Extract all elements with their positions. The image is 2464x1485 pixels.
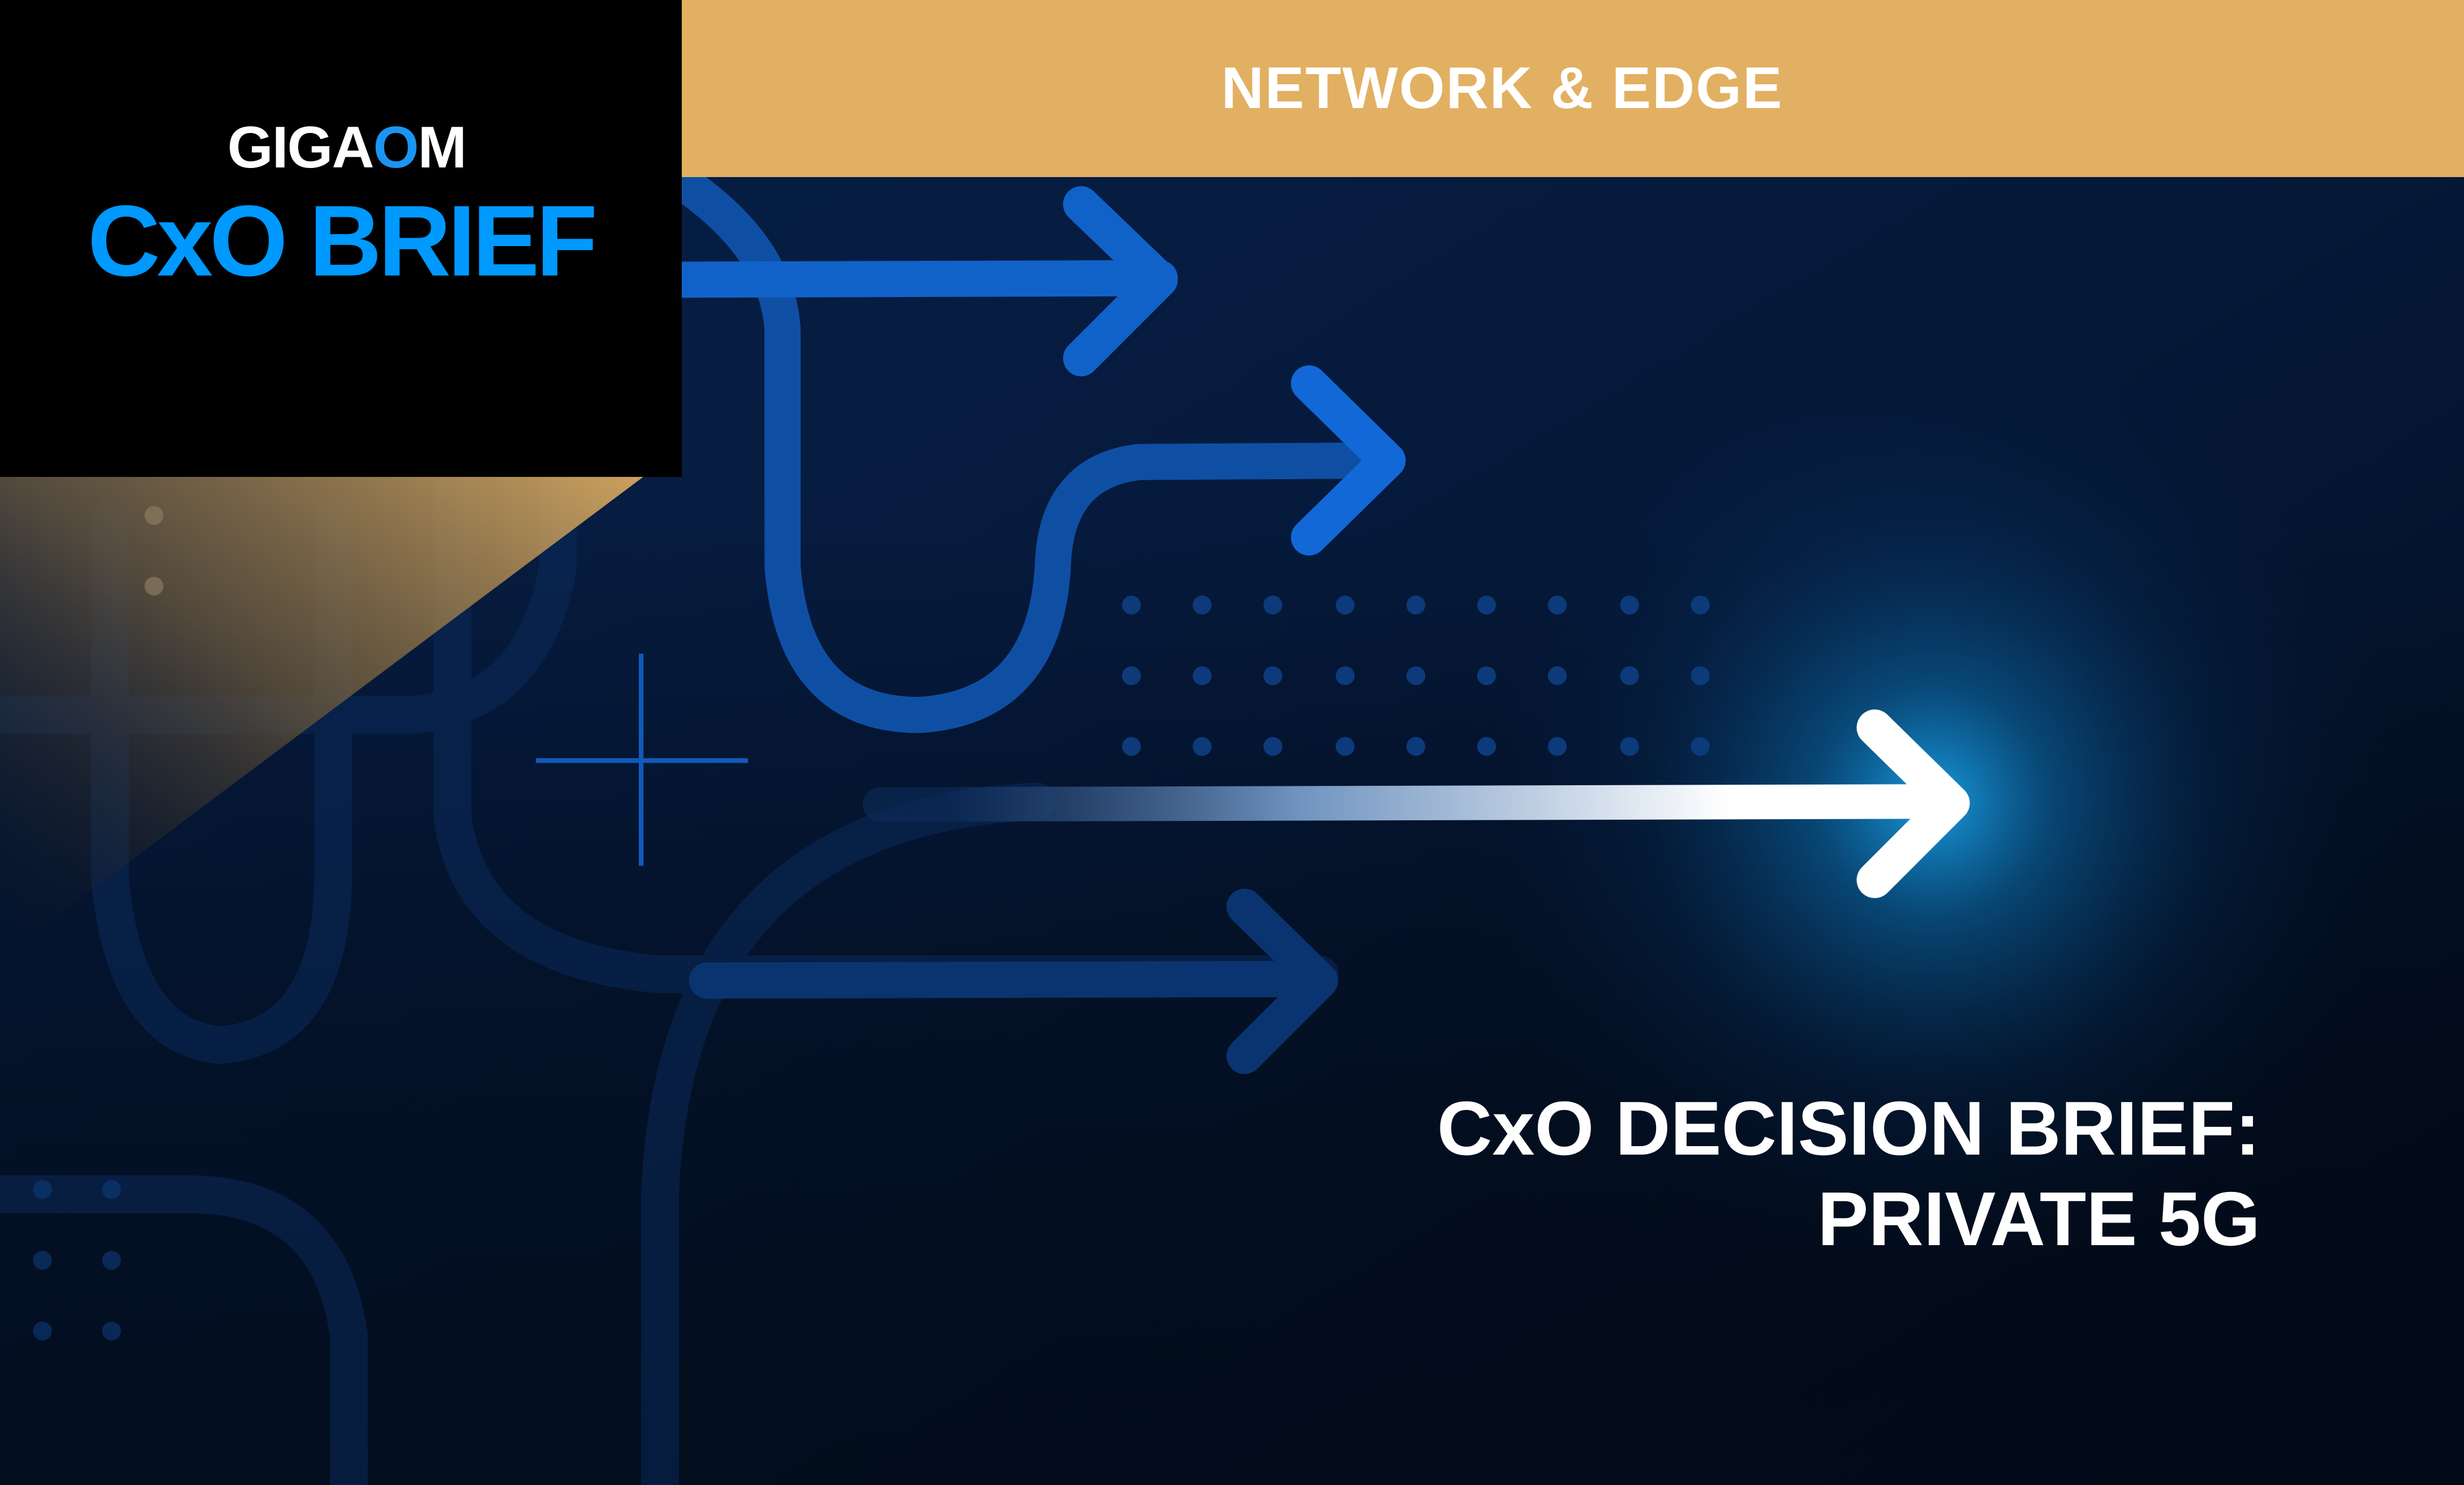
gold-wedge	[0, 476, 644, 959]
title-line-2: PRIVATE 5G	[1817, 1176, 2260, 1262]
logo-product-name: CxO BRIEF	[87, 184, 597, 297]
page-title: CxO DECISION BRIEF: PRIVATE 5G	[1437, 1083, 2260, 1264]
arrow-lower-blue	[689, 888, 1338, 1074]
crosshair-icon	[536, 653, 749, 866]
arrow-glowing-white	[862, 709, 1970, 898]
dot-grid	[33, 506, 1710, 1341]
category-banner: NETWORK & EDGE	[682, 0, 2464, 177]
logo-suffix: M	[418, 114, 467, 180]
rounded-paths	[0, 452, 1339, 1485]
logo-wordmark: GIGAOM	[227, 114, 467, 180]
logo-prefix: GIGA	[227, 114, 375, 180]
category-label: NETWORK & EDGE	[1221, 55, 1783, 121]
title-line-1: CxO DECISION BRIEF:	[1437, 1086, 2260, 1171]
logo-accent-o: O	[373, 114, 419, 180]
gigaom-logo: GIGAOM CxO BRIEF	[0, 0, 682, 477]
arrow-upper-right-blue	[1291, 365, 1406, 556]
arrow-top-blue	[657, 170, 1401, 733]
